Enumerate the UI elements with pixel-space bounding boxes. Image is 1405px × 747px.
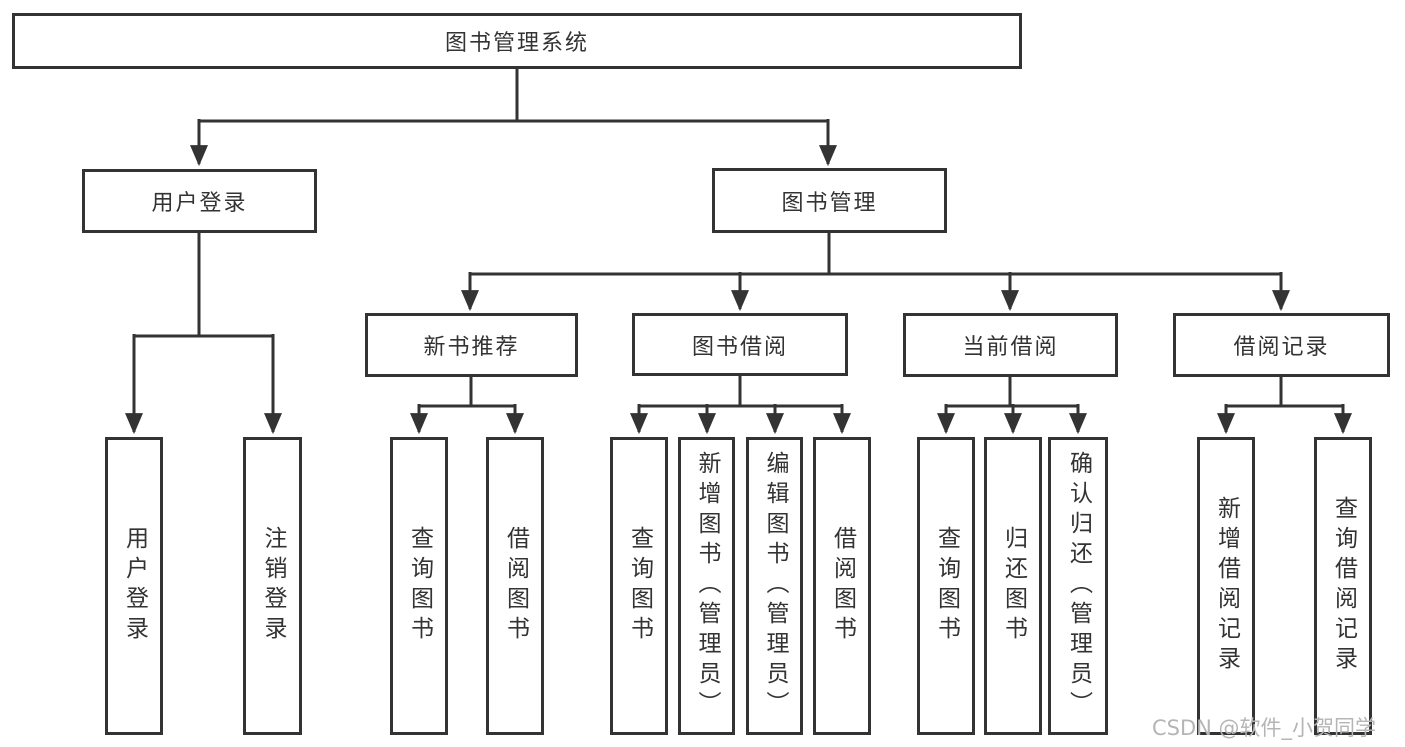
- node-current-borrow-label: 当前借阅: [962, 335, 1059, 360]
- node-leaf-user-login: 用户登录: [105, 437, 163, 735]
- node-leaf-query-books-borrow: 查询图书: [610, 437, 668, 735]
- node-user-login-label: 用户登录: [151, 191, 248, 216]
- node-leaf-add-borrow-record: 新增借阅记录: [1197, 437, 1255, 735]
- node-book-borrow-label: 图书借阅: [691, 334, 788, 360]
- node-root-system: 图书管理系统: [12, 13, 1022, 69]
- node-user-login: 用户登录: [82, 169, 317, 233]
- node-leaf-edit-books-admin: 编辑图书（管理员）: [746, 437, 803, 735]
- node-new-book-recommend-label: 新书推荐: [423, 335, 520, 360]
- node-book-borrow: 图书借阅: [632, 313, 848, 376]
- node-new-book-recommend: 新书推荐: [365, 313, 578, 377]
- node-leaf-confirm-return-admin: 确认归还（管理员）: [1048, 437, 1108, 735]
- watermark: CSDN @软件_小贺同学: [1152, 716, 1377, 740]
- node-book-management-label: 图书管理: [781, 190, 878, 216]
- node-leaf-return-books: 归还图书: [984, 437, 1042, 735]
- node-leaf-add-books-admin: 新增图书（管理员）: [678, 437, 735, 735]
- node-leaf-logout-login: 注销登录: [243, 437, 302, 735]
- node-leaf-borrow-books: 借阅图书: [813, 437, 871, 735]
- node-leaf-query-books-recommend: 查询图书: [390, 437, 448, 735]
- node-borrow-records: 借阅记录: [1173, 313, 1390, 377]
- node-borrow-records-label: 借阅记录: [1233, 335, 1330, 360]
- node-leaf-query-borrow-record: 查询借阅记录: [1314, 437, 1372, 735]
- node-leaf-borrow-books-recommend: 借阅图书: [486, 437, 544, 735]
- node-book-management: 图书管理: [712, 168, 947, 233]
- node-root-label: 图书管理系统: [444, 31, 589, 56]
- node-leaf-query-books-current: 查询图书: [917, 437, 975, 735]
- node-current-borrow: 当前借阅: [903, 313, 1118, 377]
